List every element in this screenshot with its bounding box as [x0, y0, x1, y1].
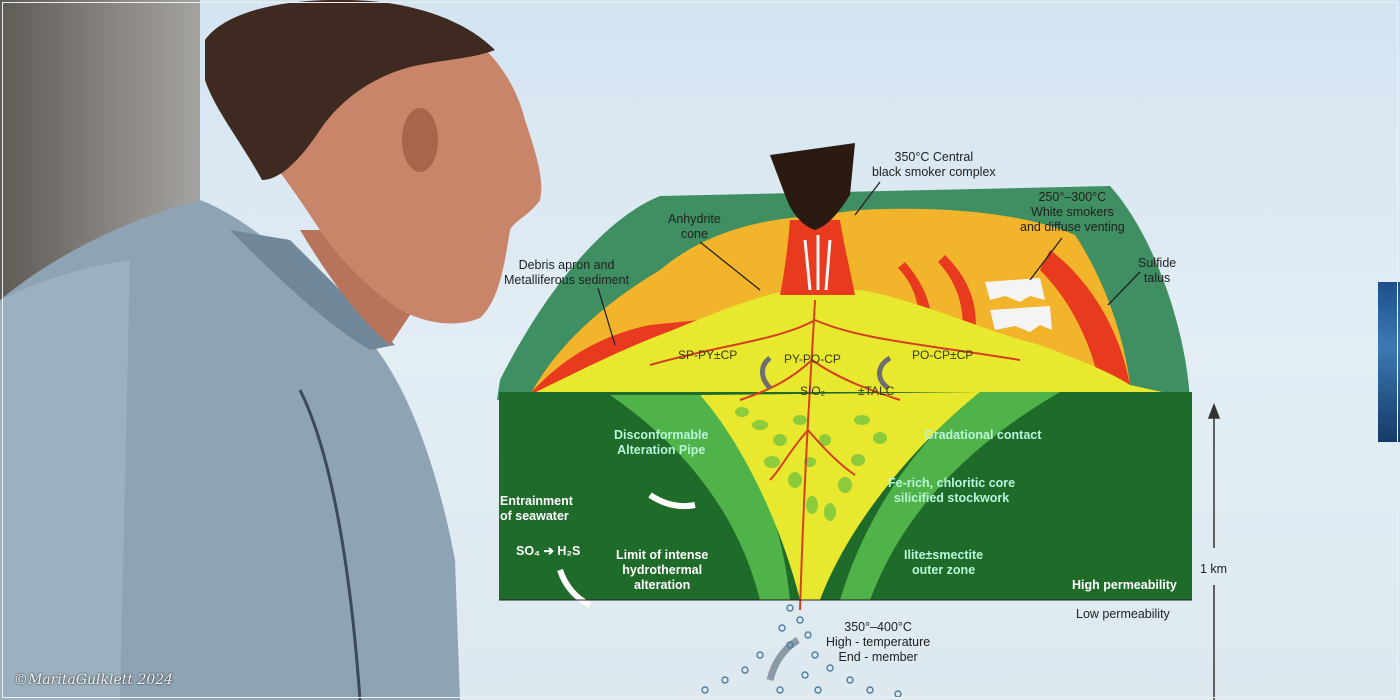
seawater-arrows [557, 492, 696, 608]
label-disconformable: Disconformable Alteration Pipe [614, 428, 709, 457]
red-rim-right [1040, 250, 1130, 385]
red-veins [649, 299, 1021, 611]
label-high-permeability: High permeability [1072, 578, 1177, 592]
pipe-wall-right [840, 392, 1060, 600]
label-scale: 1 km [1200, 562, 1228, 576]
label-entrainment: Entrainment of seawater [500, 494, 573, 523]
fluid-dots [701, 604, 902, 698]
pipe-core [700, 392, 980, 600]
yellow-zone [520, 290, 1190, 400]
upflow-arrow [766, 637, 800, 681]
label-illite: Ilite±smectite outer zone [904, 548, 984, 577]
stockwork-blobs [735, 407, 887, 521]
label-sulfide-talus: Sulfide talus [1138, 256, 1177, 285]
label-sio2: SIO₂ [800, 384, 826, 398]
label-sp-py-cp: SP-PY±CP [678, 348, 738, 362]
presenter [0, 0, 542, 700]
white-veins [803, 235, 832, 291]
label-limit: Limit of intense hydrothermal alteration [616, 548, 709, 592]
label-talc: ±TALC [858, 384, 895, 398]
leader-lines [597, 181, 1141, 346]
label-gradational: Gradational contact [924, 428, 1042, 442]
label-anhydrite: Anhydrite cone [668, 212, 721, 241]
presenter-hair [205, 0, 495, 180]
watermark: ©MaritaGulklett 2024 [14, 672, 174, 688]
label-py-po-cp: PY-PO-CP [784, 352, 841, 366]
scale-bar [1207, 402, 1221, 700]
flow-arrows-upper [760, 355, 892, 390]
pipe-wall-left [610, 395, 790, 600]
label-po-cp-cp: PO-CP±CP [912, 348, 974, 362]
label-white-smokers: 250°–300°C White smokers and diffuse ven… [1020, 190, 1125, 234]
black-smoker-chimney [770, 143, 855, 230]
red-channel-2 [938, 255, 976, 340]
label-so4-h2s: SO₄ ➔ H₂S [516, 544, 581, 558]
presenter-collar [230, 230, 395, 350]
label-central-smoker: 350°C Central black smoker complex [872, 150, 996, 179]
white-smokers [985, 278, 1052, 332]
presenter-ear [402, 108, 438, 172]
label-fe-rich: Fe-rich, chloritic core silicified stock… [888, 476, 1016, 505]
side-photo-edge [1378, 282, 1400, 442]
label-low-permeability: Low permeability [1076, 607, 1170, 621]
label-debris: Debris apron and Metalliferous sediment [504, 258, 630, 287]
label-end-member: 350°–400°C High - temperature End - memb… [826, 620, 931, 664]
